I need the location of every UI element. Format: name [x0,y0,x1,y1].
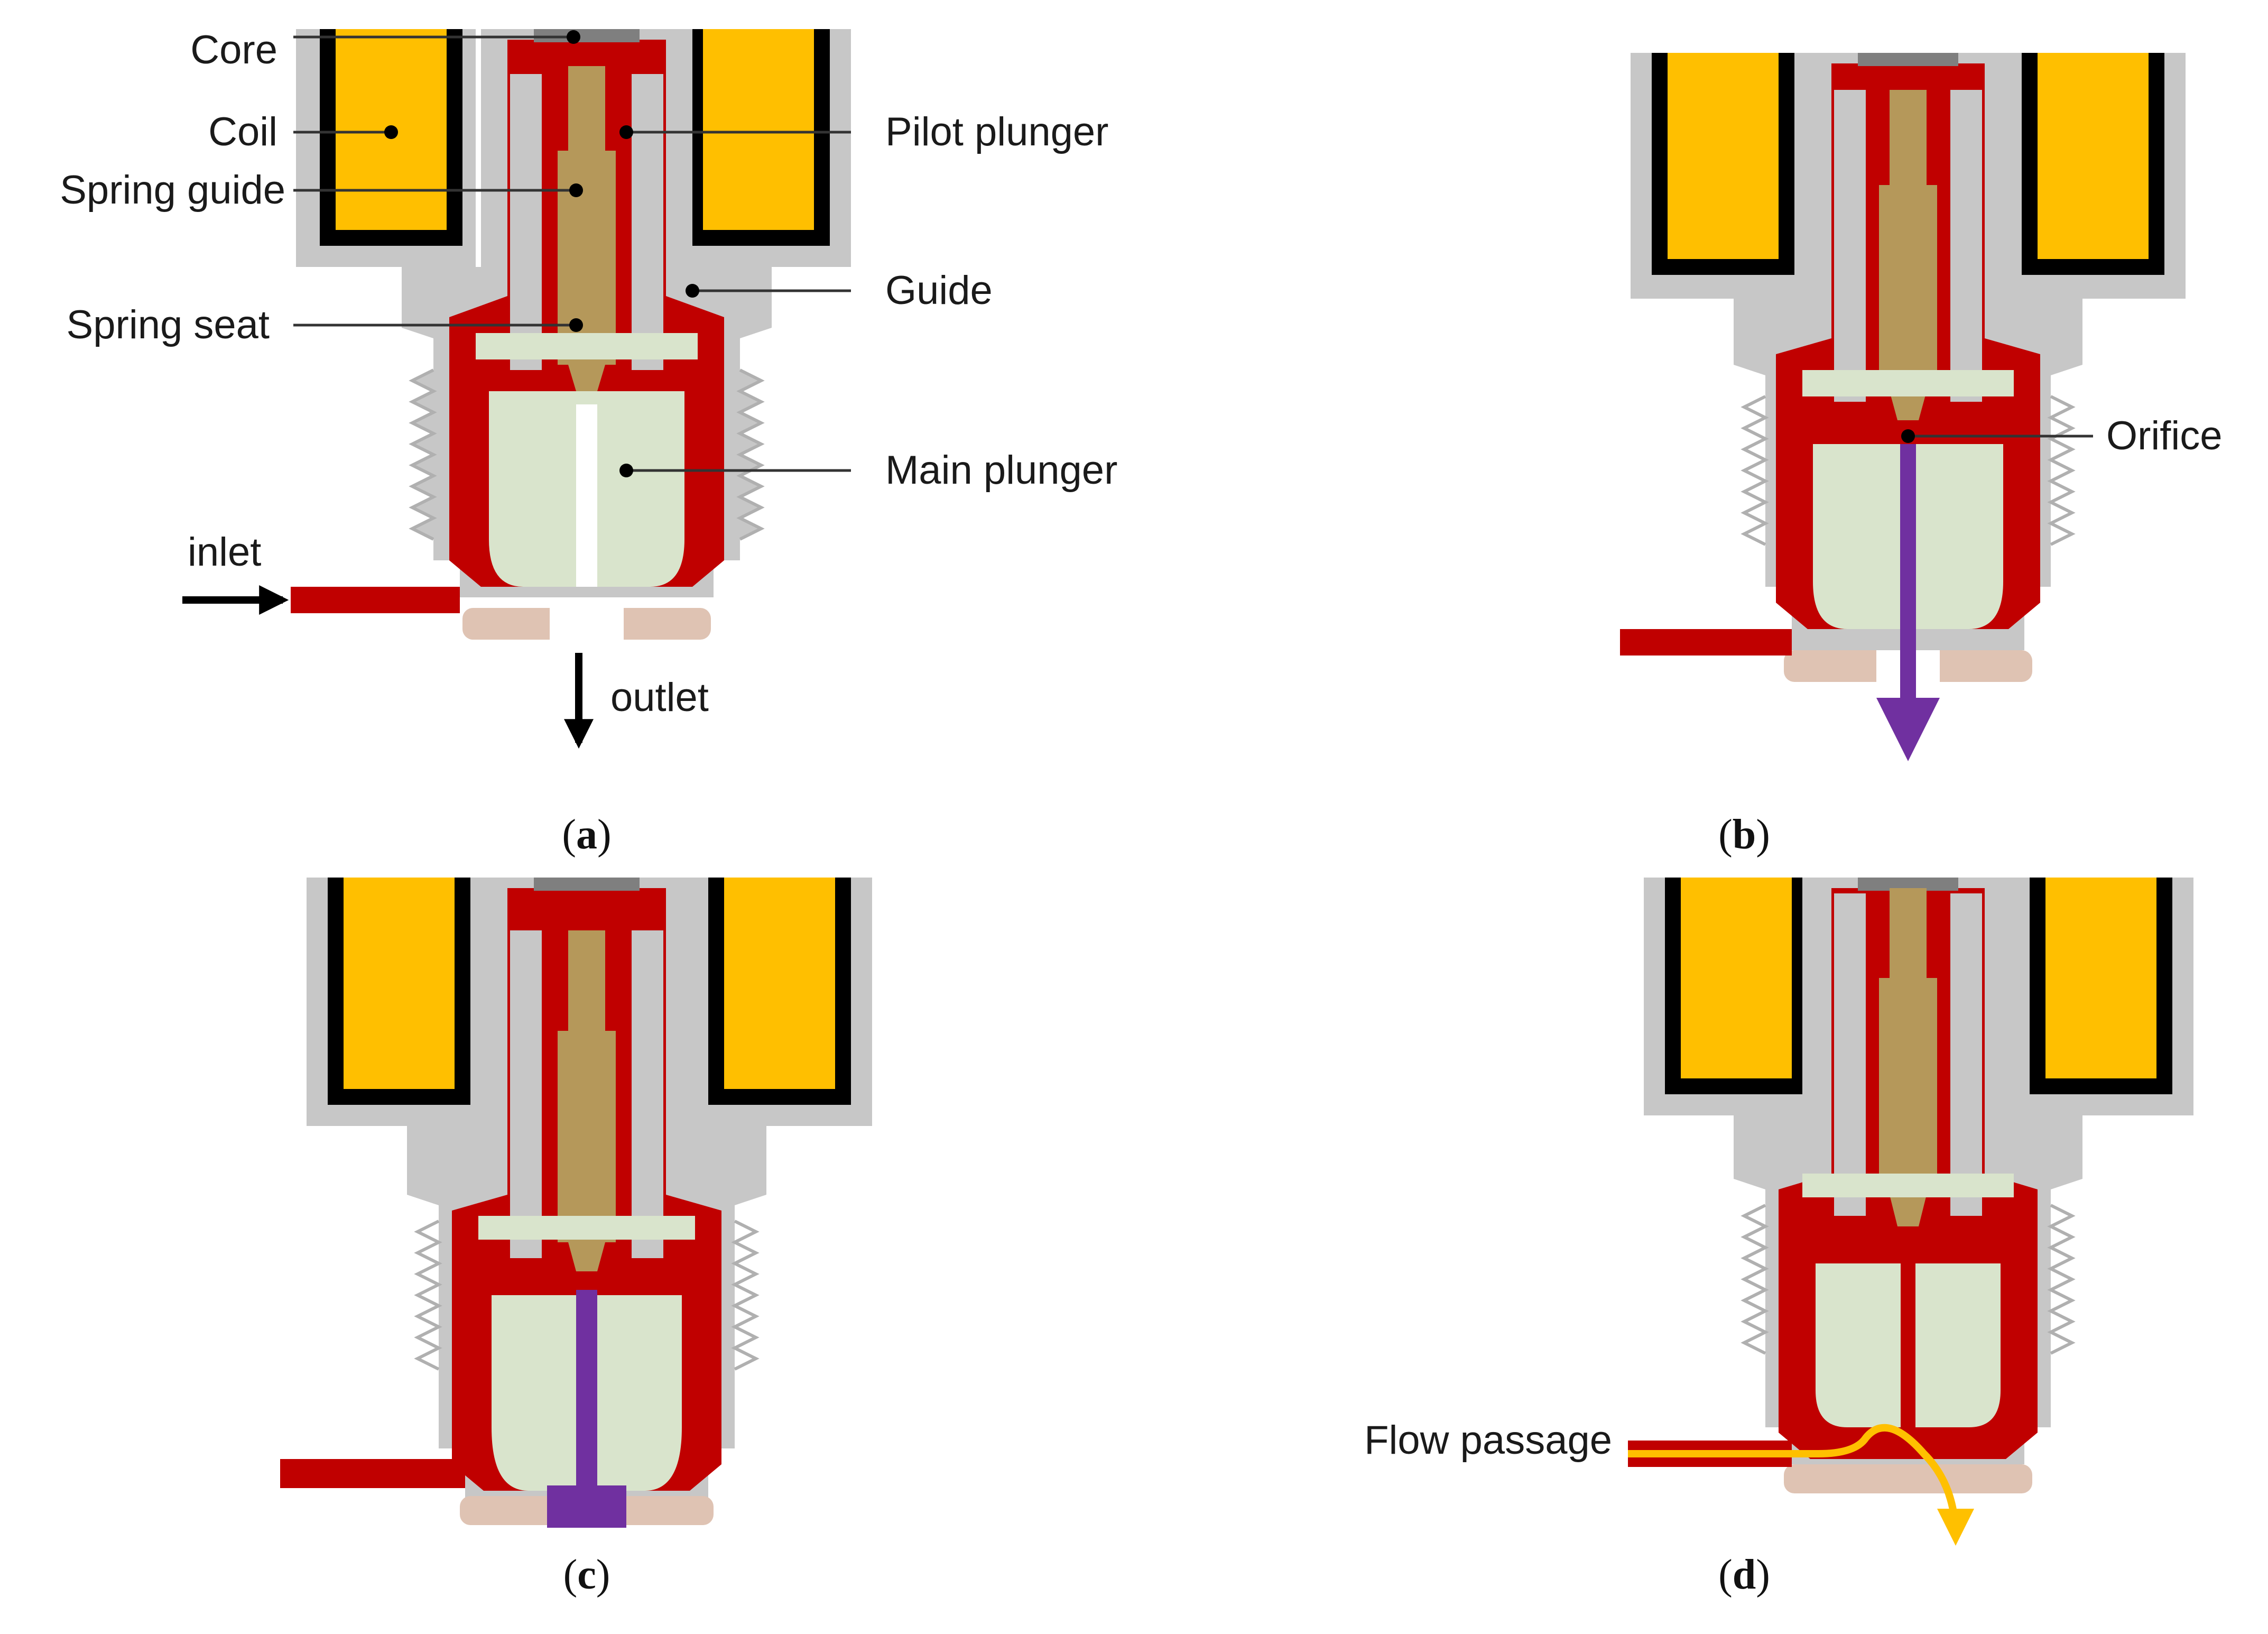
inlet-pipe [280,1459,465,1488]
panel-d: Flow passage (d) [1364,878,2193,1598]
coil-right [2038,53,2149,259]
pilot-plunger-right [632,74,663,370]
valve-d [1628,878,2193,1546]
label-guide: Guide [885,268,993,313]
inlet-pipe [291,587,460,613]
label-spring-guide: Spring guide [60,168,285,213]
pilot-plunger-dot [619,125,633,139]
caption-b: (b) [1718,811,1770,858]
main-plunger-bore [1901,1242,1915,1433]
valve-seat [1784,1464,2032,1493]
labels-a [293,35,851,472]
pilot-plunger-right [632,930,663,1258]
threads [1741,1204,2076,1355]
spring-guide [1879,90,1937,420]
caption-c: (c) [563,1552,610,1598]
panel-a: Core Coil Spring guide Spring seat Pilot… [60,27,1117,858]
seat-outlet [550,608,624,640]
passage-flow [1628,1424,1974,1546]
core [534,878,640,891]
coil-right [2045,878,2156,1078]
label-main-plunger: Main plunger [885,448,1117,493]
pilot-plunger-right [1950,90,1982,402]
core-dot [567,30,580,44]
spring-guide [1879,888,1937,1226]
pilot-flow [1900,444,1916,698]
spring-guide-dot [569,183,583,197]
inlet-pipe [1620,629,1792,656]
valve-a [291,29,851,640]
spring-seat [1802,1174,2014,1197]
threads [409,368,765,541]
panel-b: Orifice (b) [1620,53,2223,858]
spring-guide [558,66,616,391]
label-outlet: outlet [610,675,709,720]
valve-c [280,878,872,1528]
label-dots-a [384,30,699,477]
pilot-plunger-right [1950,893,1982,1216]
label-pilot-plunger: Pilot plunger [885,109,1109,154]
pilot-flow-arrowhead [1876,698,1940,761]
spring-seat [476,333,698,359]
label-inlet: inlet [188,530,261,575]
coil-right [724,878,835,1089]
pilot-flow [576,1290,597,1522]
pilot-plunger-left [1834,90,1866,402]
caption-a: (a) [562,811,611,858]
core [1858,53,1958,66]
pilot-plunger-left [510,74,542,370]
coil-dot [384,125,398,139]
label-coil: Coil [208,109,277,154]
threads [1741,395,2076,546]
main-plunger-dot [619,464,633,477]
pilot-flow-base [547,1485,626,1528]
label-orifice: Orifice [2106,413,2223,458]
coil-left [1681,878,1792,1078]
coil-left [1668,53,1779,259]
guide-dot [686,284,699,298]
spring-seat-dot [569,318,583,332]
panel-c: (c) [280,878,872,1598]
orifice-dot [1901,429,1915,443]
spring-seat [478,1216,695,1240]
label-spring-seat: Spring seat [67,302,270,347]
pilot-plunger-left [510,930,542,1258]
coil-right [703,29,814,230]
pilot-plunger-left [1834,893,1866,1216]
spring-guide [558,930,616,1271]
threads [414,1220,760,1371]
label-flow-passage: Flow passage [1364,1418,1612,1463]
coil-left [344,878,455,1089]
main-plunger-bore [576,404,597,587]
valve-b [1620,53,2186,761]
spring-seat [1802,370,2014,396]
label-core: Core [190,27,277,72]
caption-d: (d) [1718,1552,1770,1598]
